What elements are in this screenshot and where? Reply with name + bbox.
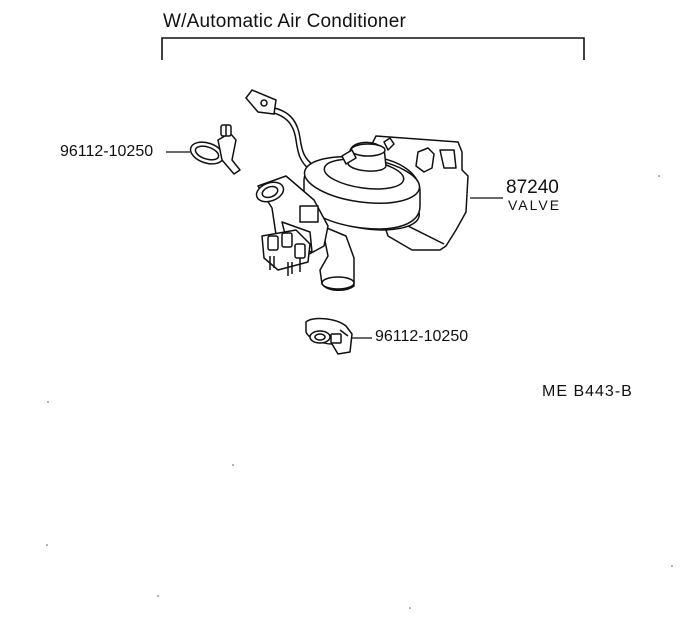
part-number-clip-bottom: 96112-10250 bbox=[375, 328, 469, 345]
hose-clamp-top bbox=[189, 124, 241, 175]
vacuum-wire bbox=[245, 89, 315, 171]
leader-lines bbox=[166, 151, 503, 339]
diagram-title: W/Automatic Air Conditioner bbox=[163, 11, 406, 32]
valve-body bbox=[255, 175, 355, 291]
part-name-valve: VALVE bbox=[508, 197, 562, 213]
hose-clamp-bottom bbox=[305, 317, 353, 355]
title-bracket bbox=[161, 37, 585, 60]
scan-specks bbox=[46, 175, 673, 609]
valve-actuator bbox=[303, 137, 421, 231]
reference-code: ME B443-B bbox=[542, 383, 633, 400]
valve-connectors bbox=[261, 229, 311, 276]
part-number-valve: 87240 bbox=[506, 177, 559, 198]
part-number-clip-top: 96112-10250 bbox=[60, 143, 154, 160]
